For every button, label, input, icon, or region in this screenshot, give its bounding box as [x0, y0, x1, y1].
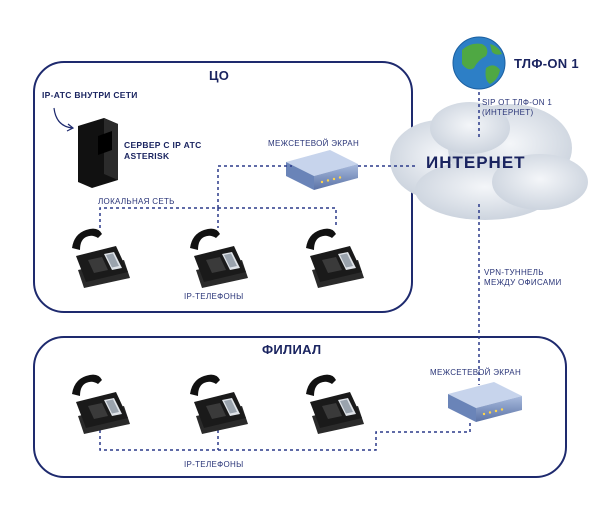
branch-phones-label: IP-ТЕЛЕФОНЫ — [184, 460, 244, 469]
co-firewall-icon — [286, 150, 358, 190]
globe-icon — [452, 36, 506, 90]
pbx-inside-label: IP-АТС ВНУТРИ СЕТИ — [42, 90, 138, 100]
branch-office-frame — [33, 336, 567, 478]
co-phone-1 — [72, 228, 130, 288]
vpn-label-line1: VPN-ТУННЕЛЬ — [484, 268, 544, 277]
co-firewall-label: МЕЖСЕТЕВОЙ ЭКРАН — [268, 139, 360, 148]
branch-phone-1 — [72, 374, 130, 434]
internet-cloud-icon — [390, 102, 588, 220]
branch-phone-2 — [190, 374, 248, 434]
branch-phone-3 — [306, 374, 364, 434]
branch-title: ФИЛИАЛ — [262, 342, 322, 357]
branch-lan-line — [99, 422, 471, 451]
sip-label-line1: SIP ОТ ТЛФ-ON 1 — [482, 98, 553, 107]
branch-firewall-icon — [448, 382, 522, 422]
co-phones-label: IP-ТЕЛЕФОНЫ — [184, 292, 244, 301]
server-label-line2: ASTERISK — [124, 151, 170, 161]
server-label-line1: СЕРВЕР С IP АТС — [124, 140, 202, 150]
vpn-label-line2: МЕЖДУ ОФИСАМИ — [484, 278, 562, 287]
co-title: ЦО — [209, 68, 230, 83]
co-phone-2 — [190, 228, 248, 288]
branch-firewall-label: МЕЖСЕТЕВОЙ ЭКРАН — [430, 368, 522, 377]
co-lan-label: ЛОКАЛЬНАЯ СЕТЬ — [98, 197, 175, 206]
co-phone-3 — [306, 228, 364, 288]
sip-label-line2: (ИНТЕРНЕТ) — [482, 108, 534, 117]
internet-label: ИНТЕРНЕТ — [426, 153, 526, 172]
pbx-pointer-arrow — [53, 107, 73, 129]
server-icon — [78, 118, 118, 188]
co-server-link — [217, 165, 292, 208]
provider-name: ТЛФ-ON 1 — [514, 56, 579, 71]
